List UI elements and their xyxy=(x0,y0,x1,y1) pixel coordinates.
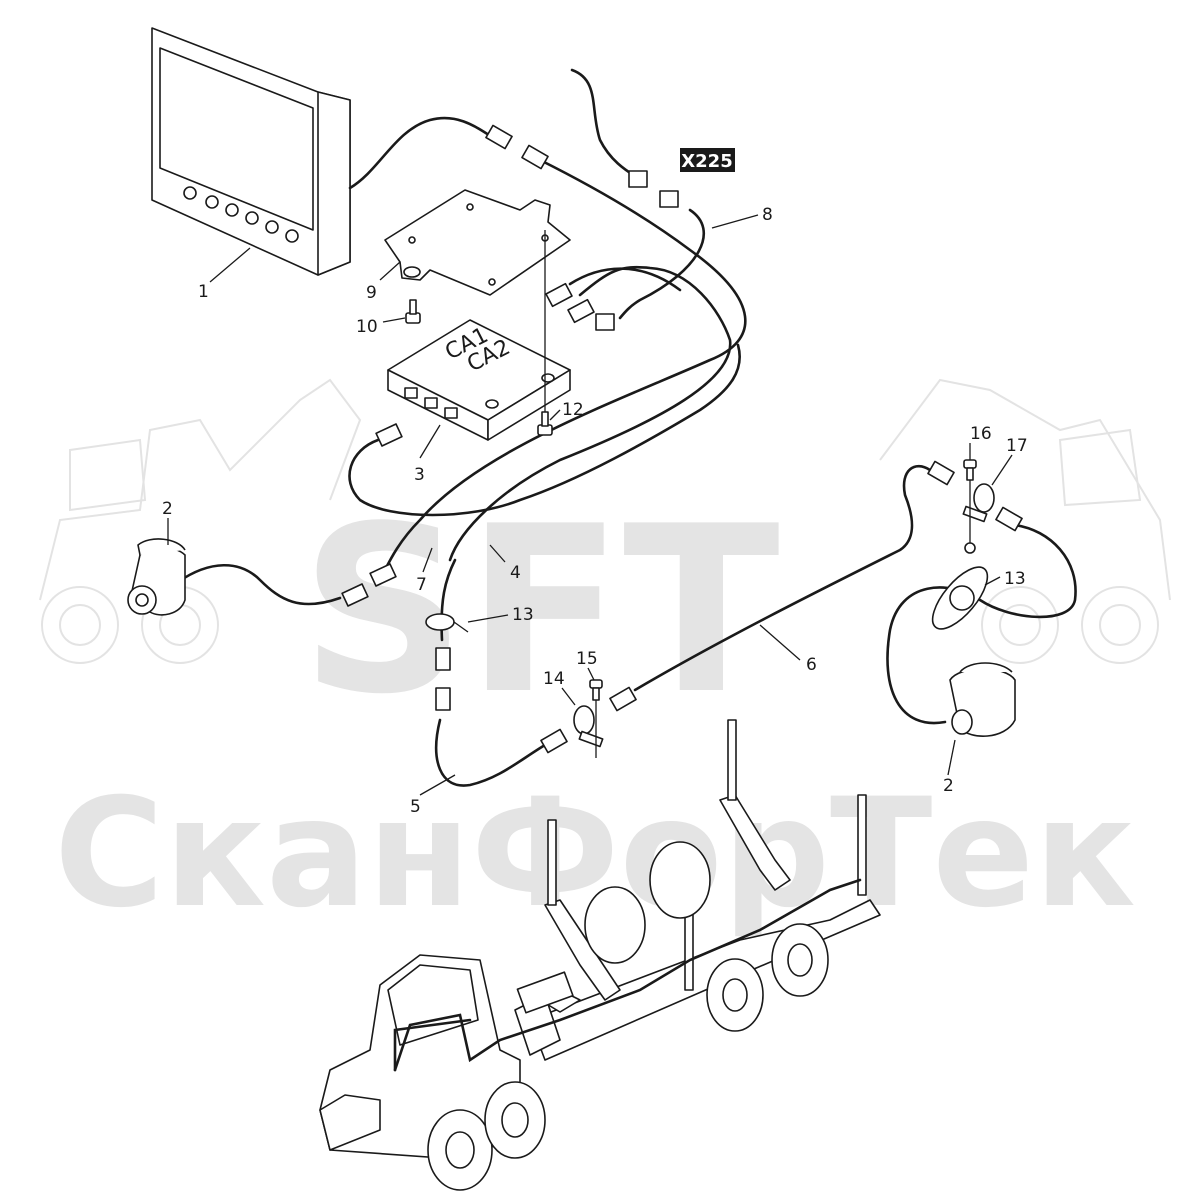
x225-plug-a xyxy=(628,170,648,188)
control-box: CA1 CA2 xyxy=(387,319,571,441)
callout-6: 6 xyxy=(806,655,817,675)
callout-14: 14 xyxy=(543,669,565,689)
callout-8: 8 xyxy=(762,205,773,225)
forwarder-machine xyxy=(319,719,881,1191)
monitor-buttons xyxy=(183,186,299,243)
monitor xyxy=(151,27,351,276)
watermark-machine-right xyxy=(879,378,1171,664)
callout-13-right: 13 xyxy=(1004,569,1026,589)
nut-16 xyxy=(964,542,976,554)
callout-4: 4 xyxy=(510,563,521,583)
callout-16: 16 xyxy=(970,424,992,444)
clamp-17 xyxy=(962,470,995,545)
callout-10: 10 xyxy=(356,317,378,337)
x225-plug-b xyxy=(659,190,679,208)
cable-tie-13-left xyxy=(425,613,469,633)
screw-15 xyxy=(589,679,603,701)
callout-2-right: 2 xyxy=(943,776,954,796)
supply-cable xyxy=(570,68,640,180)
screw-16 xyxy=(963,459,977,481)
callout-5: 5 xyxy=(410,797,421,817)
cable-tie-13-right xyxy=(931,566,989,630)
callout-2-left: 2 xyxy=(162,499,173,519)
cable-5 xyxy=(434,718,547,787)
watermark-logo: SFT xyxy=(300,478,780,745)
callout-7: 7 xyxy=(416,575,427,595)
mounting-plate xyxy=(384,189,571,296)
watermark: SFT СканФорТек xyxy=(39,378,1171,941)
callouts: 1 2 2 3 4 5 6 7 8 9 10 12 13 13 14 15 16… xyxy=(162,205,1028,817)
x225-label-text: X225 xyxy=(681,151,732,172)
camera-left xyxy=(127,538,186,616)
cable-7 xyxy=(176,563,342,606)
connectors xyxy=(341,124,1023,754)
cables xyxy=(176,68,1077,787)
callout-13-left: 13 xyxy=(512,605,534,625)
clamp-14 xyxy=(573,690,604,758)
callout-9: 9 xyxy=(366,283,377,303)
cable-8 xyxy=(618,208,706,320)
callout-1: 1 xyxy=(198,282,209,302)
camera-right xyxy=(949,662,1016,737)
cable-6 xyxy=(633,464,932,692)
leader-lines xyxy=(167,214,1013,796)
x225-label: X225 xyxy=(680,148,735,172)
callout-15: 15 xyxy=(576,649,598,669)
monitor-cable xyxy=(348,116,502,190)
bolt-10 xyxy=(405,299,421,324)
screw-12 xyxy=(537,411,553,436)
callout-12: 12 xyxy=(562,400,584,420)
callout-3: 3 xyxy=(414,465,425,485)
main-harness xyxy=(383,158,747,572)
callout-17: 17 xyxy=(1006,436,1028,456)
